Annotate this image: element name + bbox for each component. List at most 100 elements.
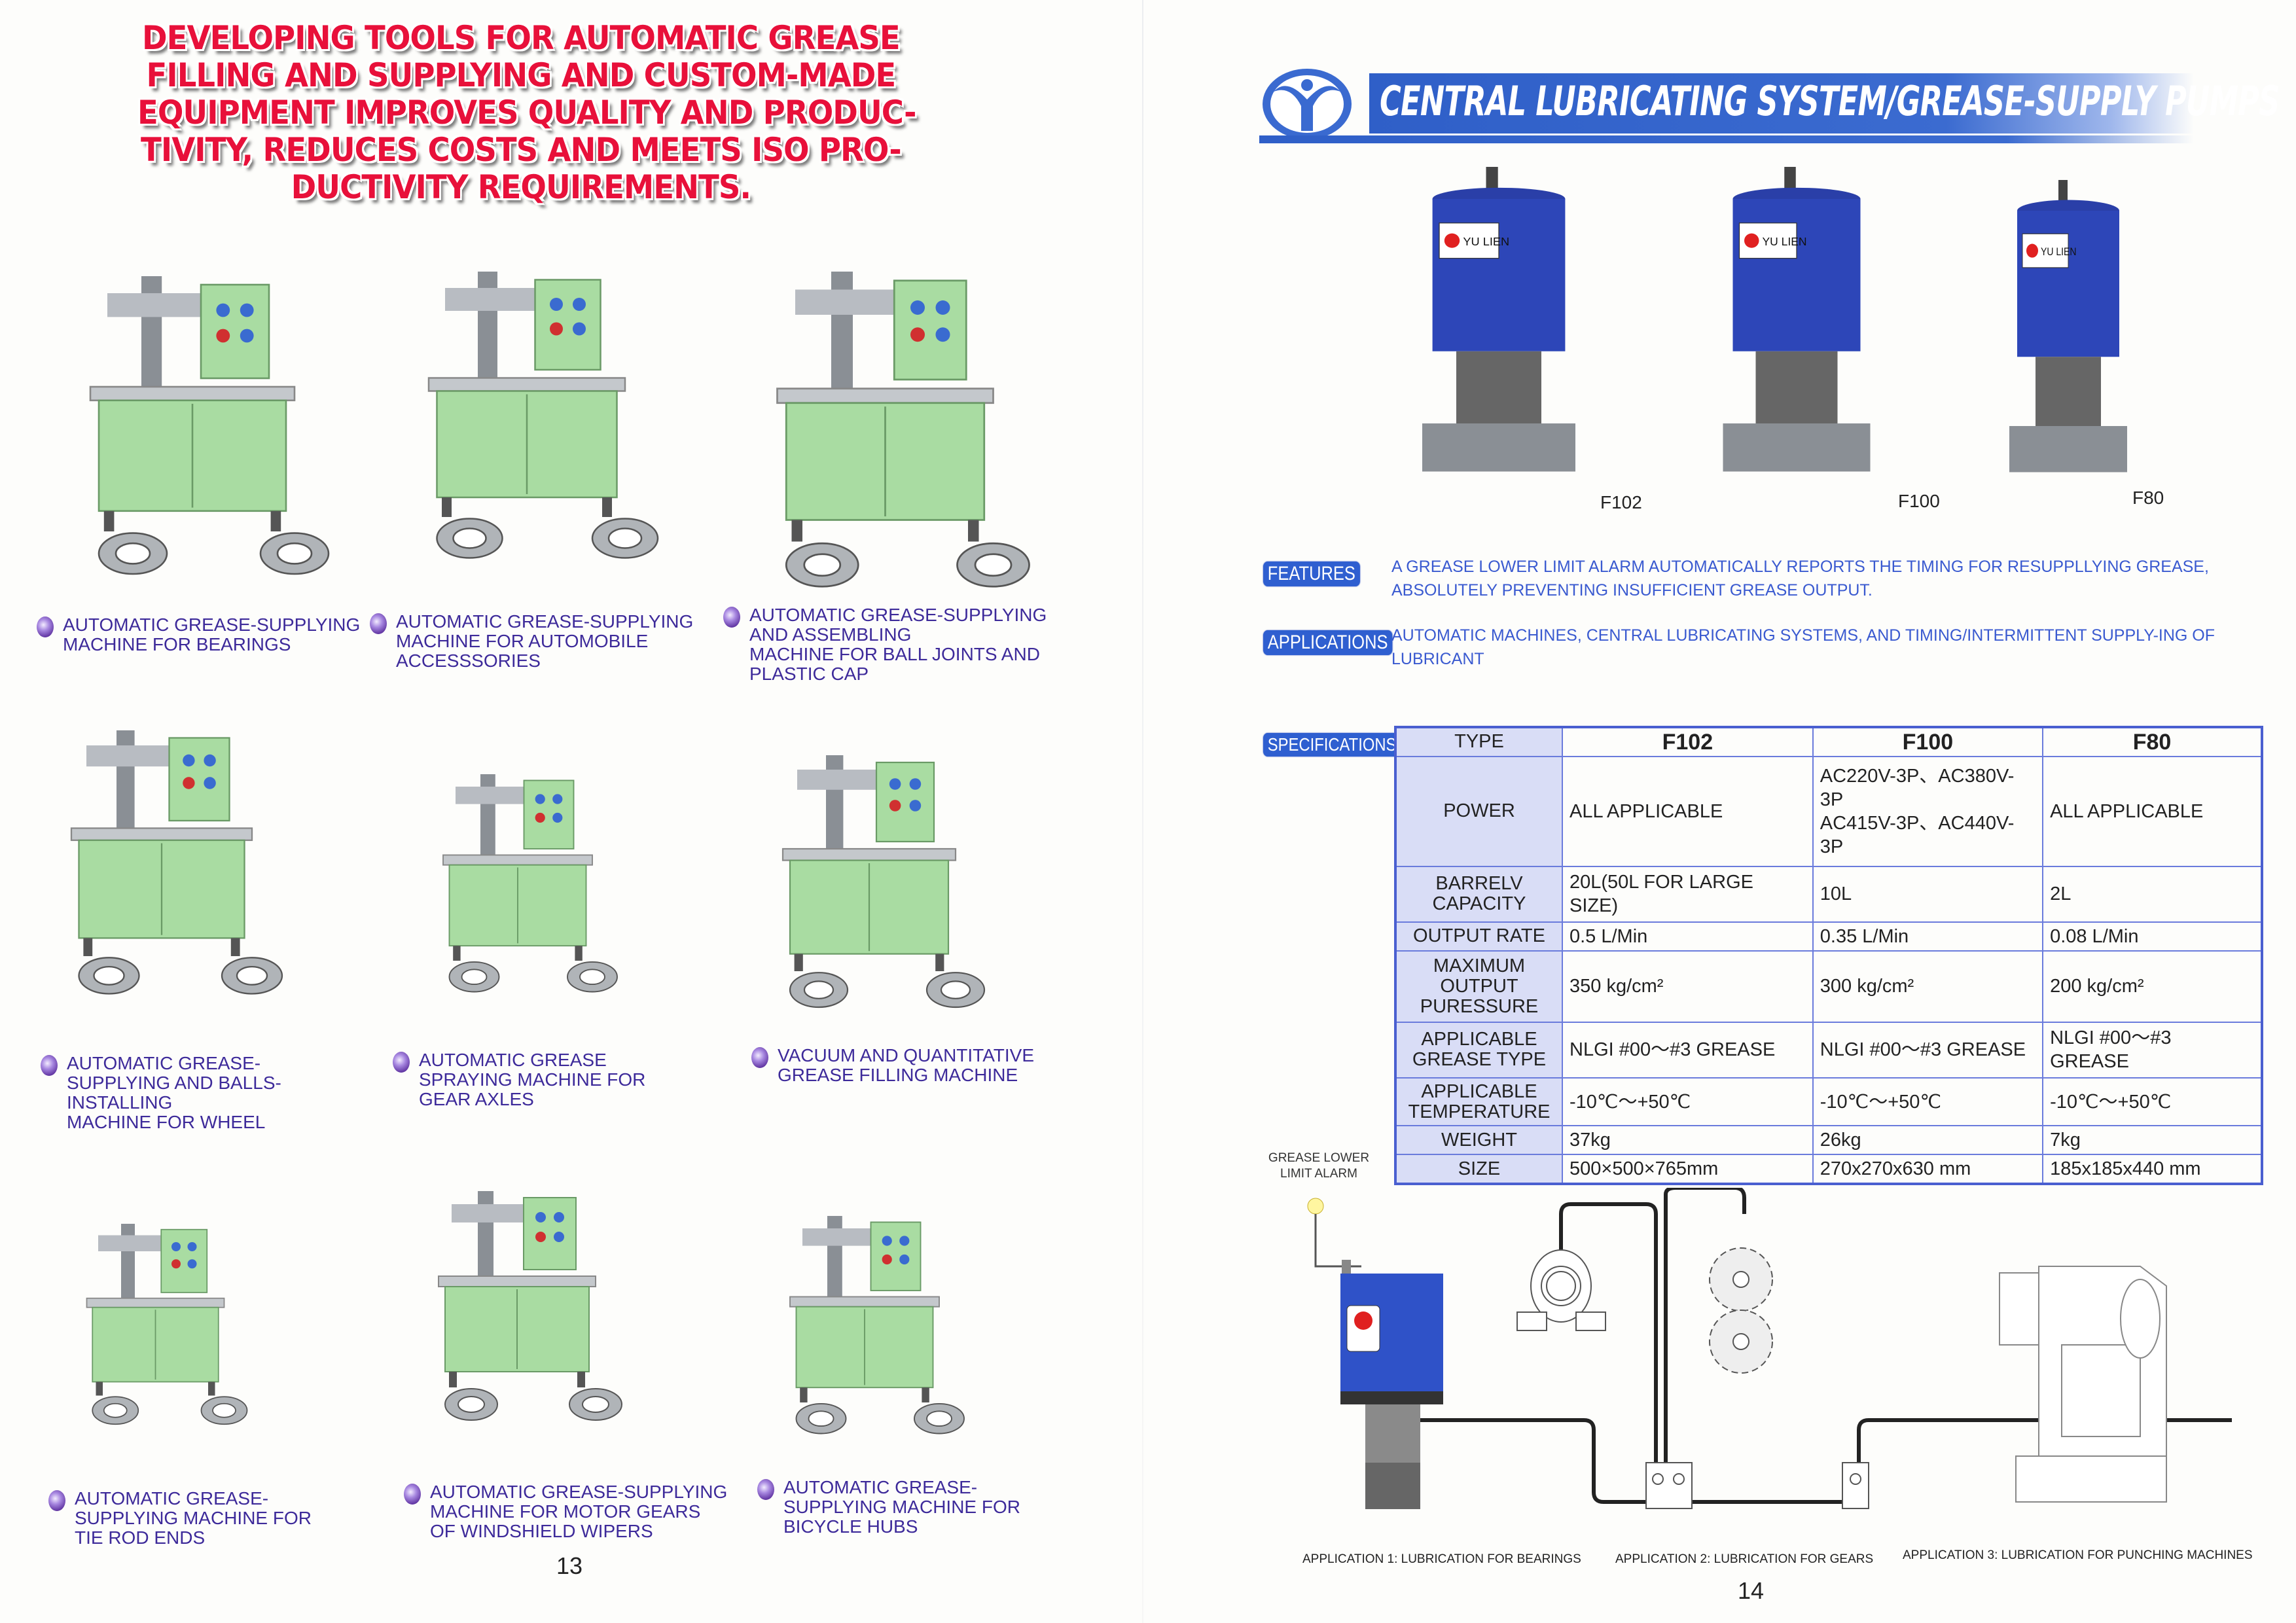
page-gutter bbox=[1142, 0, 1143, 1623]
spec-cell: NLGI #00～#3 GREASE bbox=[2042, 1021, 2263, 1079]
distributor-valve-icon bbox=[1645, 1462, 1869, 1509]
machine-photo bbox=[399, 1126, 661, 1466]
alarm-bulb-icon bbox=[1307, 1198, 1361, 1268]
caption-text: AUTOMATIC GREASE- SUPPLYING MACHINE FOR … bbox=[783, 1477, 1020, 1537]
features-badge: FEATURES bbox=[1263, 562, 1360, 586]
pump-model-label: F80 bbox=[2132, 488, 2164, 508]
spec-cell: 20L(50L FOR LARGE SIZE) bbox=[1562, 865, 1814, 923]
spec-cell: 300 kg/cm² bbox=[1812, 950, 2044, 1023]
spec-cell: F100 bbox=[1812, 726, 2044, 757]
pump-brand: YU LIEN bbox=[1463, 236, 1509, 248]
spec-row-label: TYPE bbox=[1395, 726, 1563, 757]
caption-text: AUTOMATIC GREASE-SUPPLYING AND ASSEMBLIN… bbox=[749, 605, 1047, 684]
spec-cell: AC220V-3P、AC380V-3P AC415V-3P、AC440V-3P bbox=[1812, 755, 2044, 867]
features-text: A GREASE LOWER LIMIT ALARM AUTOMATICALLY… bbox=[1391, 558, 2209, 599]
company-logo bbox=[1259, 65, 1355, 143]
spec-row-label: APPLICABLE GREASE TYPE bbox=[1395, 1021, 1563, 1079]
spec-cell: ALL APPLICABLE bbox=[2042, 755, 2263, 867]
spec-cell: 0.35 L/Min bbox=[1812, 921, 2044, 952]
page-number-13: 13 bbox=[556, 1552, 583, 1579]
spec-cell: NLGI #00～#3 GREASE bbox=[1812, 1021, 2044, 1079]
applications-badge: APPLICATIONS bbox=[1263, 630, 1393, 655]
lubrication-diagram bbox=[1263, 1186, 2232, 1528]
caption-text: VACUUM AND QUANTITATIVE GREASE FILLING M… bbox=[778, 1045, 1035, 1085]
bullet-icon bbox=[48, 1490, 65, 1511]
spec-cell: 0.5 L/Min bbox=[1562, 921, 1814, 952]
spec-cell: 270x270x630 mm bbox=[1812, 1154, 2044, 1185]
machine-photo bbox=[39, 229, 380, 596]
bullet-icon bbox=[757, 1479, 774, 1500]
alarm-label: GREASE LOWER LIMIT ALARM bbox=[1268, 1151, 1370, 1181]
spec-row-label: POWER bbox=[1395, 755, 1563, 867]
spec-cell: -10℃～+50℃ bbox=[1812, 1077, 2044, 1127]
application-label-1: APPLICATION 1: LUBRICATION FOR BEARINGS bbox=[1302, 1552, 1581, 1566]
headline-line: EQUIPMENT IMPROVES QUALITY AND PRODUC- bbox=[137, 94, 916, 132]
spec-cell: 2L bbox=[2042, 865, 2263, 923]
applications-text: AUTOMATIC MACHINES, CENTRAL LUBRICATING … bbox=[1391, 626, 2215, 668]
spec-cell: 37kg bbox=[1562, 1125, 1814, 1156]
product-caption: VACUUM AND QUANTITATIVE GREASE FILLING M… bbox=[751, 1046, 1034, 1085]
title-underline bbox=[1259, 135, 2194, 143]
bullet-icon bbox=[404, 1484, 421, 1505]
bullet-icon bbox=[37, 616, 54, 637]
product-caption: AUTOMATIC GREASE- SUPPLYING AND BALLS- I… bbox=[41, 1054, 281, 1132]
spec-row-label: MAXIMUM OUTPUT PURESSURE bbox=[1395, 950, 1563, 1023]
title-banner bbox=[1369, 73, 2194, 134]
machine-photo bbox=[726, 726, 1041, 1014]
product-caption: AUTOMATIC GREASE-SUPPLYING MACHINE FOR B… bbox=[37, 615, 360, 654]
product-caption: AUTOMATIC GREASE- SUPPLYING MACHINE FOR … bbox=[48, 1489, 312, 1548]
spec-cell: 0.08 L/Min bbox=[2042, 921, 2263, 952]
spec-cell: ALL APPLICABLE bbox=[1562, 755, 1814, 867]
pump-illustration bbox=[1340, 1260, 1443, 1509]
bullet-icon bbox=[751, 1047, 768, 1068]
product-caption: AUTOMATIC GREASE SPRAYING MACHINE FOR GE… bbox=[393, 1050, 645, 1109]
product-caption: AUTOMATIC GREASE-SUPPLYING AND ASSEMBLIN… bbox=[723, 605, 1047, 684]
pump-model-label: F100 bbox=[1898, 491, 1940, 511]
punching-machine-illustration bbox=[1999, 1266, 2167, 1503]
spec-cell: 500×500×765mm bbox=[1562, 1154, 1814, 1185]
spec-cell: 185x185x440 mm bbox=[2042, 1154, 2263, 1185]
machine-photo bbox=[700, 236, 1106, 596]
bullet-icon bbox=[370, 613, 387, 634]
application-label-3: APPLICATION 3: LUBRICATION FOR PUNCHING … bbox=[1903, 1548, 2253, 1562]
page-number-14: 14 bbox=[1738, 1577, 1765, 1604]
spec-row-label: OUTPUT RATE bbox=[1395, 921, 1563, 952]
machine-photo bbox=[26, 681, 327, 1021]
machine-photo bbox=[406, 726, 655, 1021]
specifications-badge: SPECIFICATIONS bbox=[1263, 733, 1401, 757]
spec-cell: 26kg bbox=[1812, 1125, 2044, 1156]
caption-text: AUTOMATIC GREASE SPRAYING MACHINE FOR GE… bbox=[419, 1050, 646, 1109]
bearing-block-illustration bbox=[1516, 1249, 1606, 1331]
pump-brand: YU LIEN bbox=[2041, 246, 2076, 258]
section-title: CENTRAL LUBRICATING SYSTEM/GREASE-SUPPLY… bbox=[1380, 77, 2280, 125]
product-caption: AUTOMATIC GREASE-SUPPLYING MACHINE FOR M… bbox=[404, 1482, 727, 1541]
spec-row-label: WEIGHT bbox=[1395, 1125, 1563, 1156]
spec-cell: 350 kg/cm² bbox=[1562, 950, 1814, 1023]
pump-model-label: F102 bbox=[1600, 492, 1642, 512]
spec-cell: 7kg bbox=[2042, 1125, 2263, 1156]
machine-photo bbox=[52, 1158, 281, 1472]
headline-line: DUCTIVITY REQUIREMENTS. bbox=[291, 168, 751, 206]
spec-row-label: APPLICABLE TEMPERATURE bbox=[1395, 1077, 1563, 1127]
spec-row-label: SIZE bbox=[1395, 1154, 1563, 1185]
caption-text: AUTOMATIC GREASE- SUPPLYING AND BALLS- I… bbox=[67, 1053, 281, 1132]
spec-row: APPLICABLE TEMPERATURE-10℃～+50℃-10℃～+50℃… bbox=[1395, 1077, 2263, 1127]
machine-photo bbox=[380, 216, 707, 589]
headline-line: FILLING AND SUPPLYING AND CUSTOM-MADE bbox=[146, 56, 897, 94]
pump-photo-f102: YU LIEN bbox=[1414, 167, 1584, 488]
spec-cell: 10L bbox=[1812, 865, 2044, 923]
product-caption: AUTOMATIC GREASE-SUPPLYING MACHINE FOR A… bbox=[370, 612, 693, 671]
spec-cell: 200 kg/cm² bbox=[2042, 950, 2263, 1023]
pump-photo-f80: YU LIEN bbox=[2003, 180, 2134, 488]
pump-photo-f100: YU LIEN bbox=[1715, 167, 1878, 488]
caption-text: AUTOMATIC GREASE-SUPPLYING MACHINE FOR M… bbox=[430, 1482, 728, 1541]
spec-cell: -10℃～+50℃ bbox=[1562, 1077, 1814, 1127]
